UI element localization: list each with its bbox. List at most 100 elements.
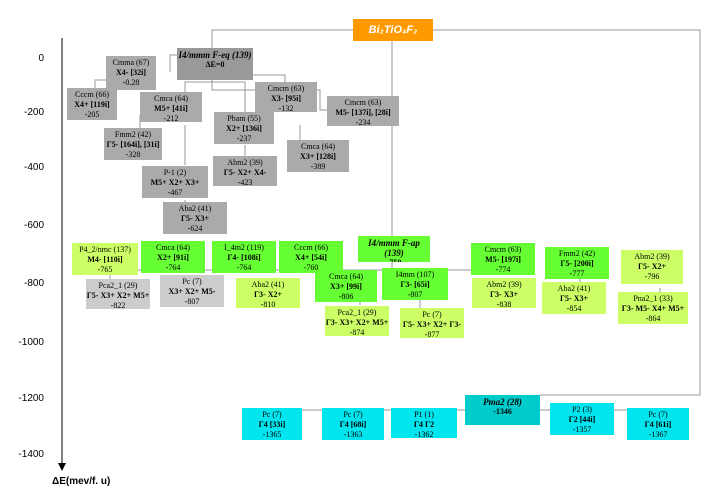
node-l2: Γ5- [200i] — [560, 259, 594, 268]
phase-node-i4mm: I4mm (107)Γ3- [65i]-807 — [382, 268, 448, 300]
node-l2: Γ4- [108i] — [227, 253, 261, 262]
phase-node-cmcm-b: Cmcm (63)M5- [137i], [28i]-234 — [327, 96, 399, 126]
node-l3: -807 — [407, 290, 423, 299]
node-l3: -796 — [644, 272, 660, 281]
node-l2: Γ3- X2+ — [253, 290, 283, 299]
phase-node-cmca-b: Cmca (64)X3+ [128i]-389 — [287, 140, 349, 172]
node-l1: Cmca (64) — [329, 272, 363, 281]
node-l3: -807 — [184, 297, 200, 306]
node-l1: Pc (7) — [422, 310, 442, 319]
node-l3: -1363 — [343, 430, 363, 439]
node-l2: Γ5- X2+ — [637, 262, 667, 271]
node-l3: -764 — [165, 263, 181, 272]
node-l1: Cccm (66) — [294, 243, 328, 252]
phase-node-cccm-b: Cccm (66)X4+ [54i]-760 — [279, 241, 343, 273]
node-l2: M5- [137i], [28i] — [335, 108, 391, 117]
phase-node-cmca-c: Cmca (64)X2+ [91i]-764 — [141, 241, 205, 273]
node-l2: X2+ [91i] — [157, 253, 189, 262]
node-l1: I4/mmm F-eq (139) — [178, 50, 252, 60]
node-l3: -760 — [303, 263, 319, 272]
axis-tick: -800 — [23, 278, 44, 289]
node-l2: -1346 — [493, 407, 512, 416]
node-l1: Abm2 (39) — [634, 252, 670, 261]
node-l1: Pna2_1 (33) — [633, 294, 673, 303]
phase-node-pc-c: Pc (7)Γ4 [68i]-1363 — [322, 408, 384, 440]
node-l2: Γ4 [33i] — [258, 420, 286, 429]
axis-tick: -1400 — [18, 449, 44, 460]
phase-node-pc-b: Pc (7)Γ4 [33i]-1365 — [242, 408, 302, 440]
node-l1: Pma2 (28) — [483, 397, 522, 407]
node-l2: Γ5- X2+ X4- — [223, 168, 267, 177]
phase-node-pma2: Pma2 (28)-1346 — [465, 395, 540, 425]
node-l3: -1365 — [262, 430, 282, 439]
node-l1: Pc (7) — [343, 410, 363, 419]
node-l1: Cccm (66) — [75, 90, 109, 99]
node-l3: -864 — [645, 314, 661, 323]
phase-node-aba2-c: Aba2 (41)Γ5- X3+-854 — [542, 282, 606, 314]
node-l1: Pca2_1 (29) — [98, 281, 138, 290]
axis-tick: -1000 — [18, 337, 44, 348]
node-l1: I_4m2 (119) — [224, 243, 264, 252]
phase-node-fmm2-b: Fmm2 (42)Γ5- [200i]-777 — [545, 247, 609, 279]
node-l1: Cmcm (63) — [484, 245, 522, 254]
node-l2: Γ4 Γ2 — [413, 420, 435, 429]
node-l1: Aba2 (41) — [251, 280, 285, 289]
node-l2: Γ3- [65i] — [400, 280, 430, 289]
phase-node-cmca-d: Cmca (64)X3+ [99i]-806 — [315, 270, 377, 302]
phase-node-abm2-b: Abm2 (39)Γ5- X2+-796 — [621, 250, 683, 284]
phase-node-i4mmm-ap: I4/mmm F-ap (139)-750 — [358, 236, 430, 262]
phase-node-pca2-b: Pca2_1 (29)Γ3- X3+ X2+ M5+-874 — [325, 306, 389, 336]
phase-node-pbam: Pbam (55)X2+ [136i]-237 — [214, 112, 274, 144]
phase-node-p2: P2 (3)Γ2 [44i]-1357 — [550, 403, 614, 435]
node-l2: X3+ [99i] — [330, 282, 362, 291]
node-l2: -750 — [358, 258, 430, 262]
node-l3: -423 — [237, 178, 253, 186]
node-l2: X4+ [119i] — [74, 100, 110, 109]
node-l3: -237 — [236, 134, 252, 143]
node-l2: Γ5- X3+ X2+ M5+ — [86, 291, 150, 300]
phase-node-pc-g: Pc (7)X3+ X2+ M5--807 — [160, 275, 224, 307]
phase-node-cccm-a: Cccm (66)X4+ [119i]-205 — [67, 88, 117, 120]
node-l1: Pc (7) — [648, 410, 668, 419]
node-l1: Pc (7) — [262, 410, 282, 419]
node-l2: M5+ X2+ X3+ — [150, 178, 200, 187]
node-l2: M5- [197i] — [485, 255, 521, 264]
node-l1: Cmca (64) — [154, 94, 188, 103]
node-l3: -467 — [167, 188, 183, 197]
node-l3: -774 — [495, 265, 511, 274]
node-l1: P-1 (2) — [163, 168, 187, 177]
node-l2: Γ3- X3+ X2+ M5+ — [325, 318, 389, 327]
phase-node-pna2: Pna2_1 (33)Γ3- M5- X4+ M5+-864 — [618, 292, 688, 324]
phase-node-p1: P1 (1)Γ4 Γ2-1362 — [391, 408, 457, 438]
node-l1: Abm2 (39) — [227, 158, 263, 167]
phase-node-cmcm-c: Cmcm (63)M5- [197i]-774 — [471, 243, 535, 275]
node-l3: -765 — [97, 265, 113, 274]
phase-node-fmm2-a: Fmm2 (42)Γ5- [164i], [31i]-328 — [104, 128, 162, 160]
node-l2: Γ5- [164i], [31i] — [106, 140, 160, 149]
axis-tick: -400 — [23, 162, 44, 173]
phase-node-abm2-a: Abm2 (39)Γ5- X2+ X4--423 — [213, 156, 277, 186]
node-l2: X2+ [136i] — [226, 124, 262, 133]
node-l3: -822 — [110, 301, 126, 309]
node-l2: X3+ [128i] — [300, 152, 336, 161]
node-l3: -0.28 — [122, 78, 140, 87]
phase-node-pca2-a: Pca2_1 (29)Γ5- X3+ X2+ M5+-822 — [86, 279, 150, 309]
node-l1: Abm2 (39) — [486, 280, 522, 289]
node-l2: Γ4 [61i] — [644, 420, 672, 429]
node-l1: Cmcm (63) — [267, 84, 305, 93]
node-l1: P2 (3) — [572, 405, 592, 414]
node-l2: X3+ X2+ M5- — [168, 287, 216, 296]
node-l3: -205 — [84, 110, 100, 119]
root-compound-title: Bi₂TiO₄F₂ — [353, 19, 433, 41]
node-l1: Pbam (55) — [227, 114, 261, 123]
node-l3: -389 — [310, 162, 326, 171]
phase-node-aba2-b: Aba2 (41)Γ3- X2+-810 — [236, 278, 300, 308]
node-l3: -328 — [125, 150, 141, 159]
phase-node-pc-a: Pc (7)Γ5- X3+ X2+ Γ3--877 — [400, 308, 464, 338]
phase-node-p-1: P-1 (2)M5+ X2+ X3+-467 — [142, 166, 208, 198]
axis-tick: -1200 — [18, 393, 44, 404]
node-l2: ΔE=0 — [205, 60, 225, 69]
node-l1: Cmca (64) — [301, 142, 335, 151]
node-l3: -874 — [349, 328, 365, 336]
node-l3: -854 — [566, 304, 582, 313]
